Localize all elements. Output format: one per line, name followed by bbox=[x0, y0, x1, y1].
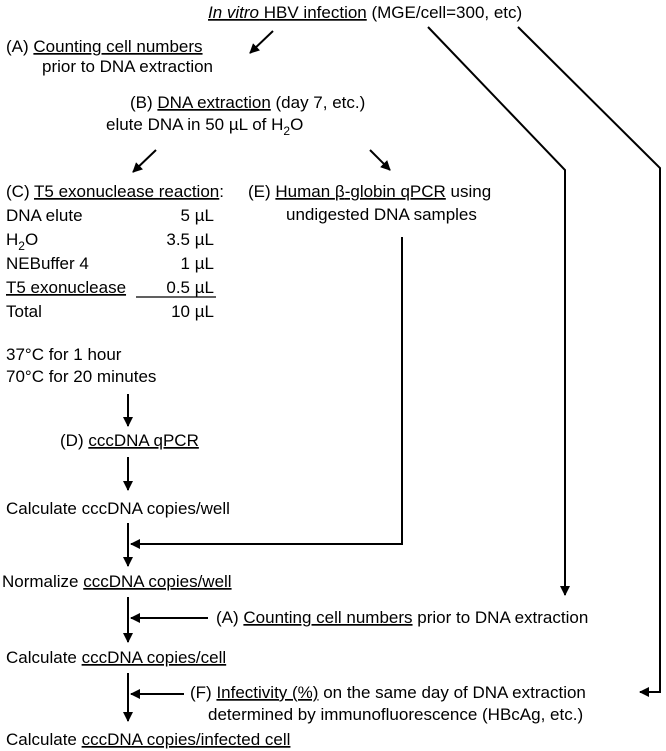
header-invitro: In vitro bbox=[208, 3, 259, 22]
reagent-name-2: NEBuffer 4 bbox=[6, 254, 89, 273]
step-a-top-line2: prior to DNA extraction bbox=[42, 57, 213, 76]
reagent-name-1-rest: O bbox=[25, 230, 38, 249]
reagent-name-0-text: DNA elute bbox=[6, 206, 83, 225]
reagent-name-1-text: H bbox=[6, 230, 18, 249]
reagent-amount-3: 0.5 µL bbox=[166, 278, 214, 297]
header-infection: HBV infection bbox=[259, 3, 367, 22]
reagent-name-0: DNA elute bbox=[6, 206, 83, 225]
incubation-step-2: 70°C for 20 minutes bbox=[6, 367, 156, 386]
header-title: In vitro HBV infection (MGE/cell=300, et… bbox=[208, 3, 522, 22]
reagent-amount-0-value: 5 bbox=[181, 206, 195, 225]
reagent-name-4: Total bbox=[6, 302, 42, 321]
step-a-top-line1: (A) Counting cell numbers bbox=[6, 37, 203, 56]
step-a-bottom: (A) Counting cell numbers prior to DNA e… bbox=[216, 608, 588, 627]
calc-infected-pre: Calculate bbox=[6, 730, 82, 749]
reagent-amount-1-unit: L bbox=[205, 230, 214, 249]
calc-cell-pre: Calculate bbox=[6, 648, 82, 667]
step-b-prefix: (B) bbox=[130, 93, 157, 112]
calc-infected-target: cccDNA copies/infected cell bbox=[82, 730, 291, 749]
arrow-infection-to-infectivity bbox=[517, 26, 661, 697]
arrow-infection-to-count bbox=[249, 30, 274, 54]
arrow-infection-to-count-bottom bbox=[427, 26, 570, 596]
reagent-amount-4-unit: L bbox=[205, 302, 214, 321]
step-a-bottom-rest: prior to DNA extraction bbox=[413, 608, 589, 627]
arrow-globin-to-normalize bbox=[130, 237, 403, 549]
step-f-line2: determined by immunofluorescence (HBcAg,… bbox=[208, 705, 583, 724]
reagent-amount-3-mu: µ bbox=[195, 278, 205, 297]
reagent-amount-1-mu: µ bbox=[195, 230, 205, 249]
step-d: (D) cccDNA qPCR bbox=[60, 431, 199, 450]
reagent-amount-2-unit: L bbox=[205, 254, 214, 273]
step-e-title-rest: using bbox=[446, 182, 491, 201]
incubation-step-1: 37°C for 1 hour bbox=[6, 345, 122, 364]
normalize-pre: Normalize bbox=[2, 572, 83, 591]
normalize-copies-well: Normalize cccDNA copies/well bbox=[2, 572, 232, 591]
step-c-title: (C) T5 exonuclease reaction: bbox=[6, 182, 224, 201]
step-b-line2-post: L of H bbox=[239, 115, 284, 134]
reagent-name-3: T5 exonuclease bbox=[6, 278, 126, 297]
step-c-prefix: (C) bbox=[6, 182, 34, 201]
step-e-title-post: -globin qPCR bbox=[345, 182, 446, 201]
step-b-title: DNA extraction bbox=[157, 93, 270, 112]
reagent-amount-3-value: 0.5 bbox=[166, 278, 194, 297]
step-a-top-prefix: (A) bbox=[6, 37, 33, 56]
reagent-amount-1-value: 3.5 bbox=[166, 230, 194, 249]
step-d-prefix: (D) bbox=[60, 431, 88, 450]
step-f-line1: (F) Infectivity (%) on the same day of D… bbox=[190, 683, 586, 702]
calc-copies-infected-cell: Calculate cccDNA copies/infected cell bbox=[6, 730, 290, 749]
reagent-amount-1: 3.5 µL bbox=[166, 230, 214, 249]
reagent-amount-4: 10 µL bbox=[171, 302, 214, 321]
step-a-bottom-prefix: (A) bbox=[216, 608, 243, 627]
step-f-title: Infectivity (%) bbox=[216, 683, 318, 702]
reagent-amount-4-value: 10 bbox=[171, 302, 195, 321]
reagent-amount-2-value: 1 bbox=[181, 254, 195, 273]
step-a-bottom-title: Counting cell numbers bbox=[243, 608, 412, 627]
normalize-target: cccDNA copies/well bbox=[83, 572, 231, 591]
reagent-amount-2-mu: µ bbox=[195, 254, 205, 273]
header-conditions: (MGE/cell=300, etc) bbox=[367, 3, 522, 22]
reagent-name-2-text: NEBuffer 4 bbox=[6, 254, 89, 273]
reagent-amount-0: 5 µL bbox=[181, 206, 214, 225]
step-b-subscript: 2 bbox=[283, 124, 290, 138]
step-b-line2-end: O bbox=[290, 115, 303, 134]
arrow-extraction-to-globin bbox=[369, 149, 391, 171]
reagent-amount-2: 1 µL bbox=[181, 254, 214, 273]
step-b-title-rest: (day 7, etc.) bbox=[271, 93, 365, 112]
reagent-name-4-text: Total bbox=[6, 302, 42, 321]
calc-copies-well: Calculate cccDNA copies/well bbox=[6, 499, 230, 518]
beta-symbol: β bbox=[335, 182, 345, 201]
step-a-top-title: Counting cell numbers bbox=[33, 37, 202, 56]
step-b-line1: (B) DNA extraction (day 7, etc.) bbox=[130, 93, 365, 112]
reagent-name-1-sub: 2 bbox=[18, 239, 25, 253]
reagent-amount-0-mu: µ bbox=[195, 206, 205, 225]
reagent-name-1: H2O bbox=[6, 230, 38, 253]
step-b-line2-pre: elute DNA in 50 bbox=[106, 115, 229, 134]
reagent-name-3-text: T5 exonuclease bbox=[6, 278, 126, 297]
step-f-prefix: (F) bbox=[190, 683, 216, 702]
calc-cell-target: cccDNA copies/cell bbox=[82, 648, 227, 667]
mu-symbol: µ bbox=[229, 115, 239, 134]
step-e-line1: (E) Human β-globin qPCR using bbox=[248, 182, 491, 201]
step-e-line2: undigested DNA samples bbox=[286, 205, 477, 224]
reagent-amount-4-mu: µ bbox=[195, 302, 205, 321]
arrow-extraction-to-t5 bbox=[132, 149, 157, 173]
reagent-amount-3-unit: L bbox=[205, 278, 214, 297]
step-b-line2: elute DNA in 50 µL of H2O bbox=[106, 115, 303, 138]
step-c-colon: : bbox=[219, 182, 224, 201]
step-d-title: cccDNA qPCR bbox=[88, 431, 199, 450]
step-e-title-pre: Human bbox=[275, 182, 335, 201]
step-e-prefix: (E) bbox=[248, 182, 275, 201]
calc-copies-cell: Calculate cccDNA copies/cell bbox=[6, 648, 226, 667]
reagent-amount-0-unit: L bbox=[205, 206, 214, 225]
step-f-rest: on the same day of DNA extraction bbox=[318, 683, 585, 702]
reagent-table: DNA elute 5 µL H2O 3.5 µL NEBuffer 4 1 µ… bbox=[6, 206, 216, 321]
step-c-title-text: T5 exonuclease reaction bbox=[34, 182, 219, 201]
